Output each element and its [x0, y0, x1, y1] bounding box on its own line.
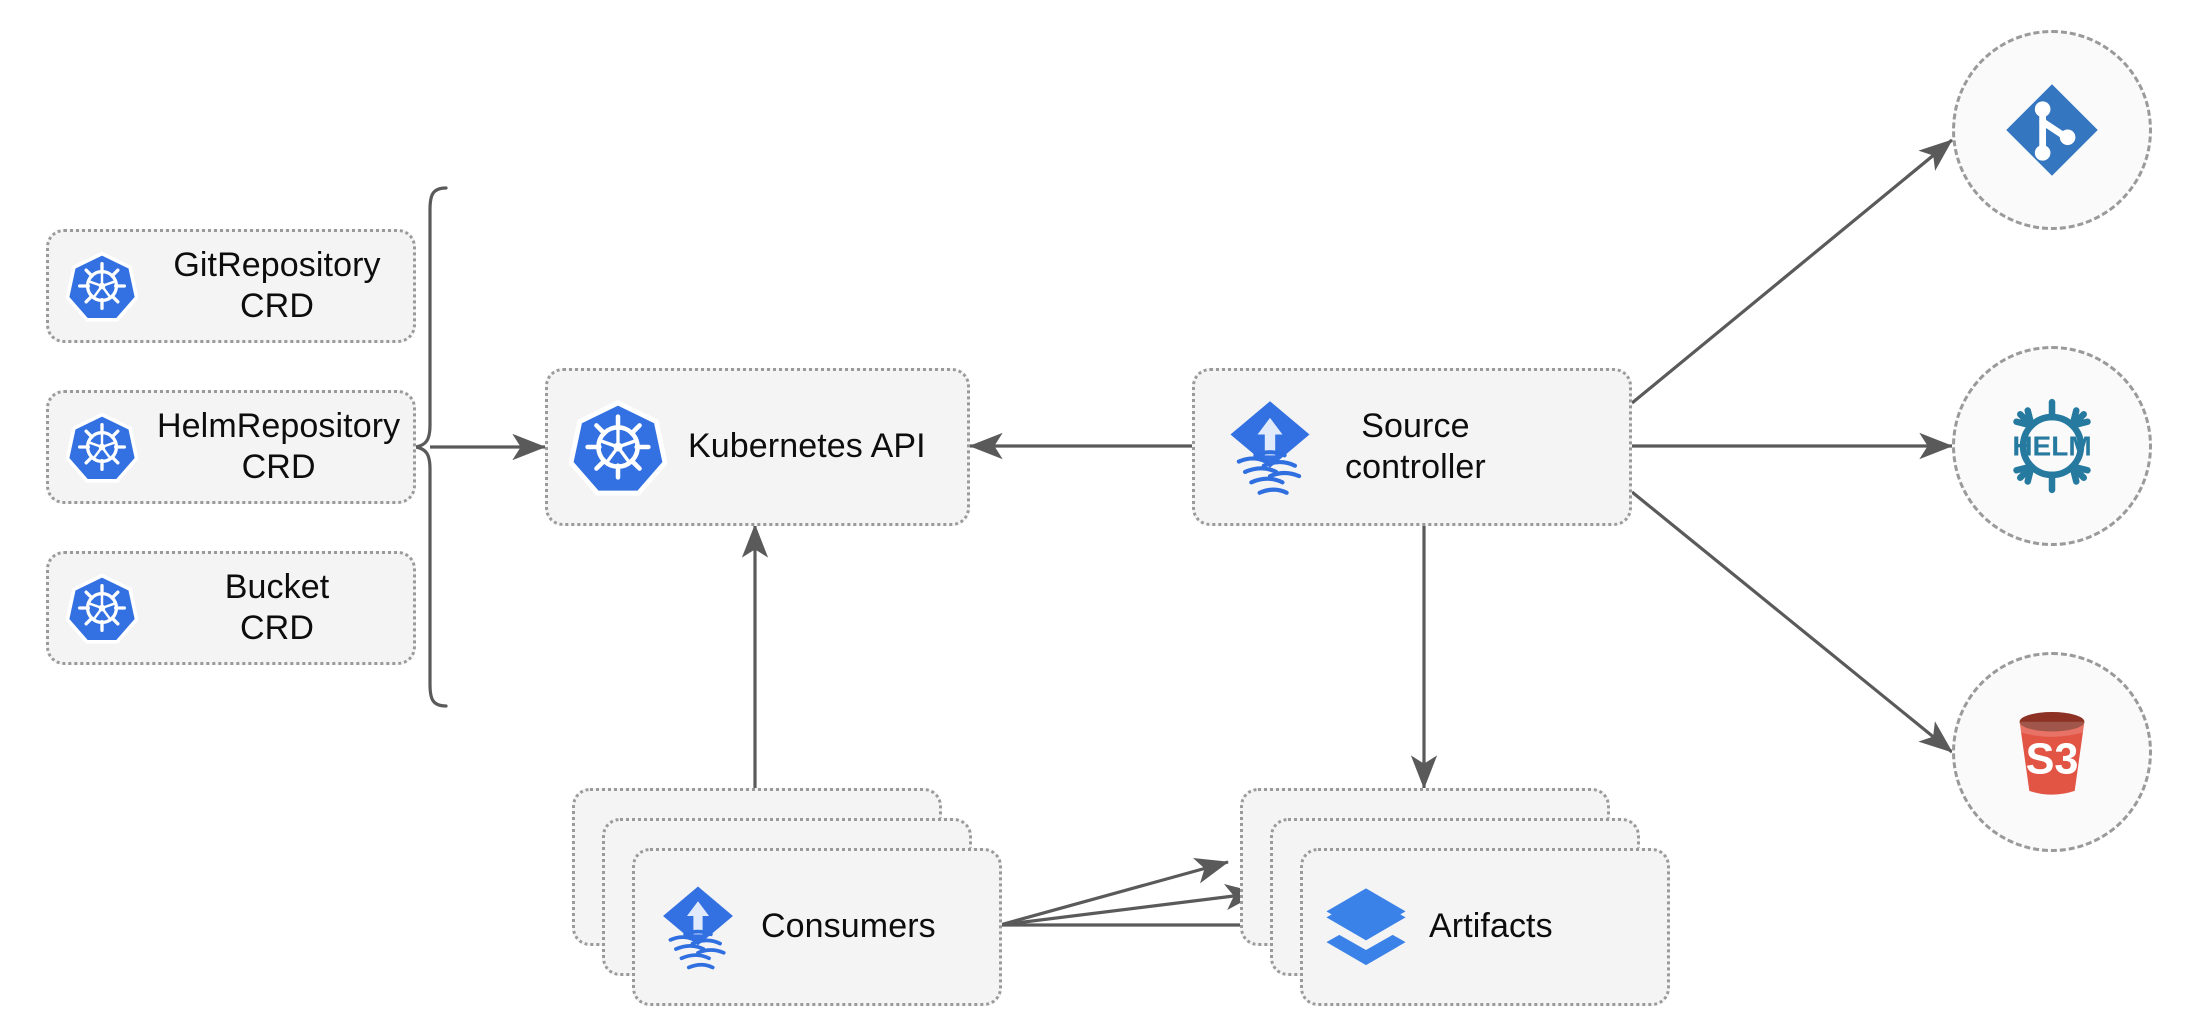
kubernetes-icon — [49, 411, 155, 483]
crd-label: GitRepository CRD — [173, 245, 381, 325]
crd-box-bucket[interactable]: Bucket CRD — [46, 551, 416, 665]
arrow-source-controller-to-git — [1630, 138, 1954, 405]
node-label: Kubernetes API — [688, 427, 926, 466]
external-source-git[interactable] — [1952, 30, 2152, 230]
arrow-consumers-to-artifacts-1 — [999, 858, 1229, 927]
node-consumers[interactable]: Consumers — [632, 848, 1002, 1006]
arrow-consumers-to-artifacts-2 — [999, 883, 1259, 927]
external-source-s3[interactable]: S3 — [1952, 652, 2152, 852]
layers-icon — [1303, 881, 1429, 973]
crd-label: Bucket CRD — [224, 567, 330, 647]
crd-box-helmrepository[interactable]: HelmRepository CRD — [46, 390, 416, 504]
node-label: Consumers — [761, 907, 936, 946]
helm-wordmark: HELM — [2012, 430, 2091, 461]
s3-wordmark: S3 — [2026, 736, 2079, 784]
helm-icon: HELM — [1996, 390, 2108, 502]
crd-group-brace — [415, 186, 448, 708]
node-label: Artifacts — [1429, 907, 1553, 946]
node-artifacts[interactable]: Artifacts — [1300, 848, 1670, 1006]
s3-bucket-icon: S3 — [1998, 698, 2106, 806]
external-source-helm[interactable]: HELM — [1952, 346, 2152, 546]
node-kubernetes-api[interactable]: Kubernetes API — [545, 368, 970, 526]
flux-icon — [1195, 395, 1345, 499]
kubernetes-icon — [49, 572, 155, 644]
kubernetes-icon — [49, 250, 155, 322]
arrow-source-controller-to-s3 — [1630, 490, 1954, 754]
crd-box-gitrepository[interactable]: GitRepository CRD — [46, 229, 416, 343]
crd-label: HelmRepository CRD — [157, 406, 401, 486]
node-source-controller[interactable]: Source controller — [1192, 368, 1632, 526]
flux-icon — [635, 881, 761, 973]
kubernetes-icon — [548, 398, 688, 496]
node-label: Source controller — [1345, 406, 1486, 486]
git-icon — [2000, 78, 2104, 182]
